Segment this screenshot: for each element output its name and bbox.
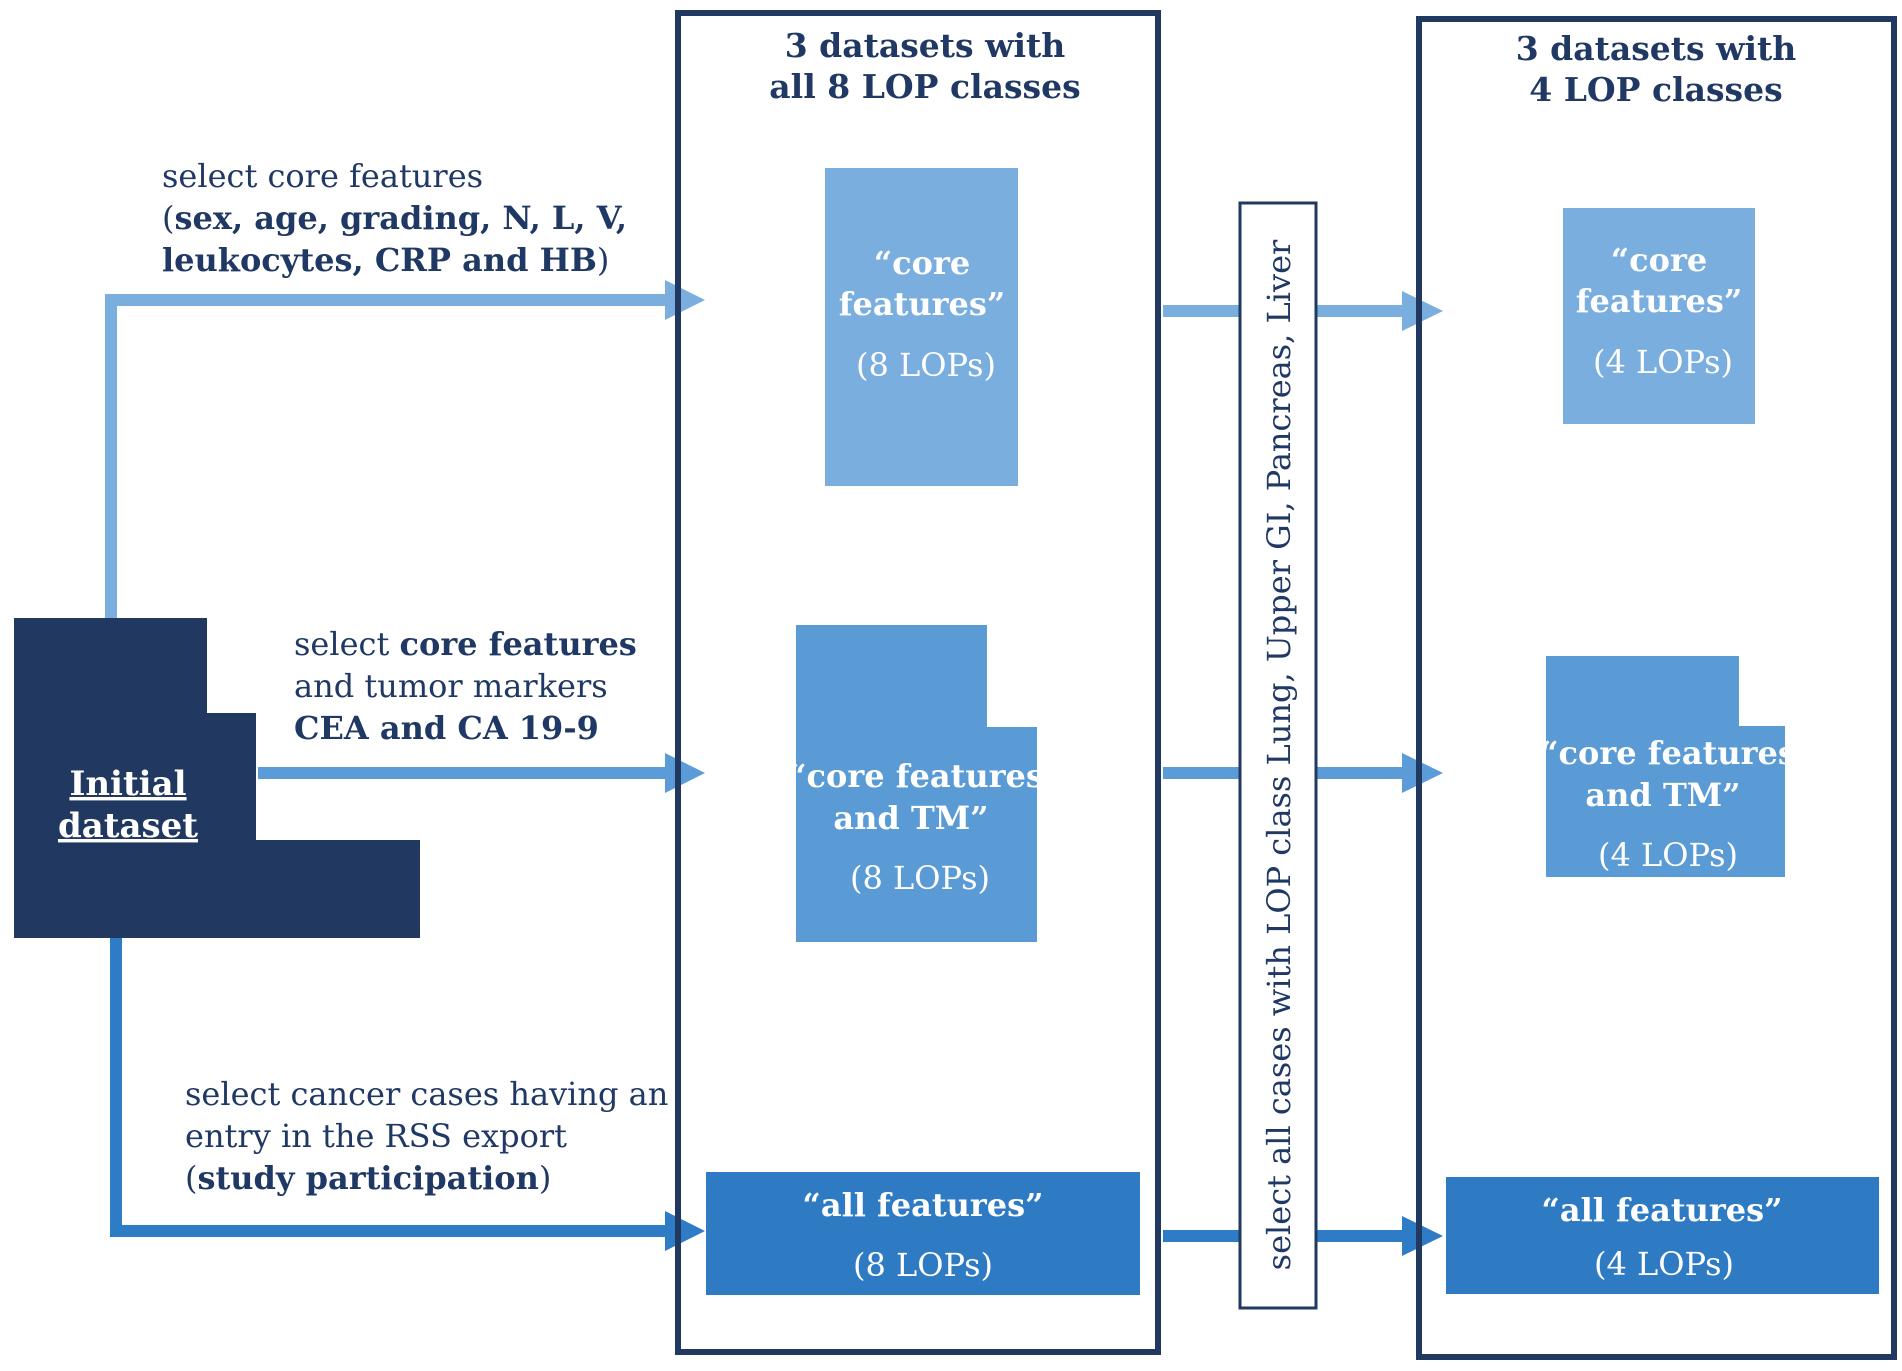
dataset-core-4-count: (4 LOPs) — [1593, 343, 1733, 381]
arrow-head-tm — [665, 753, 705, 793]
dataset-tm-4-line1: “core features — [1540, 734, 1796, 772]
dataset-core-4-line2: features” — [1576, 282, 1743, 320]
initial-dataset-node: Initial dataset — [14, 618, 420, 938]
core-branch-line3: leukocytes, CRP and HB) — [162, 241, 609, 279]
arrow-head-core — [665, 280, 705, 320]
dataset-tm-8-line1: “core features — [788, 757, 1044, 795]
core-branch-line1: select core features — [162, 157, 483, 195]
dataset-all-4-count: (4 LOPs) — [1594, 1245, 1734, 1283]
tm-branch-line2: and tumor markers — [294, 667, 608, 705]
filter-text: select all cases with LOP class Lung, Up… — [1260, 239, 1298, 1270]
mid-connector-tm — [1163, 753, 1443, 793]
all-branch-line3: (study participation) — [185, 1159, 551, 1197]
dataset-core-8-count: (8 LOPs) — [856, 346, 996, 384]
group-4-lop-frame — [1416, 16, 1897, 1360]
initial-dataset-label-1: Initial — [69, 764, 186, 804]
arrow-head-core-4 — [1402, 291, 1443, 331]
dataset-all-4: “all features” (4 LOPs) — [1446, 1177, 1879, 1294]
all-branch-line1: select cancer cases having an — [185, 1075, 668, 1113]
tm-branch-line3: CEA and CA 19-9 — [294, 709, 599, 747]
branch-label-all: select cancer cases having an entry in t… — [185, 1075, 668, 1197]
branch-label-tm: select core features and tumor markers C… — [294, 625, 637, 747]
group-8-lop-title-2: all 8 LOP classes — [769, 67, 1080, 106]
group-4-lop-title-1: 3 datasets with — [1516, 29, 1797, 68]
dataset-core-8: “core features” (8 LOPs) — [825, 168, 1018, 486]
branch-label-core: select core features (sex, age, grading,… — [162, 157, 627, 279]
mid-connector-all — [1163, 1216, 1443, 1256]
group-8-lop-frame — [675, 10, 1161, 1355]
group-8-lop: 3 datasets with all 8 LOP classes “core … — [675, 10, 1161, 1355]
arrow-head-tm-4 — [1402, 753, 1443, 793]
connector-core — [105, 280, 705, 619]
core-branch-line2: (sex, age, grading, N, L, V, — [162, 199, 627, 237]
filter-box: select all cases with LOP class Lung, Up… — [1238, 201, 1318, 1310]
tm-branch-line1: select core features — [294, 625, 637, 663]
initial-dataset-label-2: dataset — [58, 806, 198, 846]
arrow-head-all-4 — [1402, 1216, 1443, 1256]
dataset-tm-4-count: (4 LOPs) — [1598, 836, 1738, 874]
dataset-all-8-line1: “all features” — [802, 1186, 1043, 1224]
dataset-core-4-line1: “core — [1611, 241, 1707, 279]
dataset-core-8-line1: “core — [874, 244, 970, 282]
group-4-lop: 3 datasets with 4 LOP classes “core feat… — [1416, 16, 1897, 1360]
dataset-all-4-line1: “all features” — [1541, 1191, 1782, 1229]
arrow-head-all — [665, 1211, 705, 1251]
dataset-tm-8-count: (8 LOPs) — [850, 859, 990, 897]
dataset-tm-8-line2: and TM” — [833, 799, 988, 837]
dataset-all-8: “all features” (8 LOPs) — [706, 1172, 1140, 1295]
dataset-tm-8: “core features and TM” (8 LOPs) — [788, 625, 1044, 942]
connector-tm — [258, 753, 705, 793]
dataset-all-8-count: (8 LOPs) — [853, 1246, 993, 1284]
dataset-tm-4-line2: and TM” — [1585, 776, 1740, 814]
group-8-lop-title-1: 3 datasets with — [785, 26, 1066, 65]
dataset-core-8-line2: features” — [839, 285, 1006, 323]
all-branch-line2: entry in the RSS export — [185, 1117, 567, 1155]
dataset-tm-4: “core features and TM” (4 LOPs) — [1540, 656, 1796, 877]
dataset-core-4: “core features” (4 LOPs) — [1563, 208, 1755, 424]
mid-connector-core — [1163, 291, 1443, 331]
group-4-lop-title-2: 4 LOP classes — [1529, 70, 1782, 109]
